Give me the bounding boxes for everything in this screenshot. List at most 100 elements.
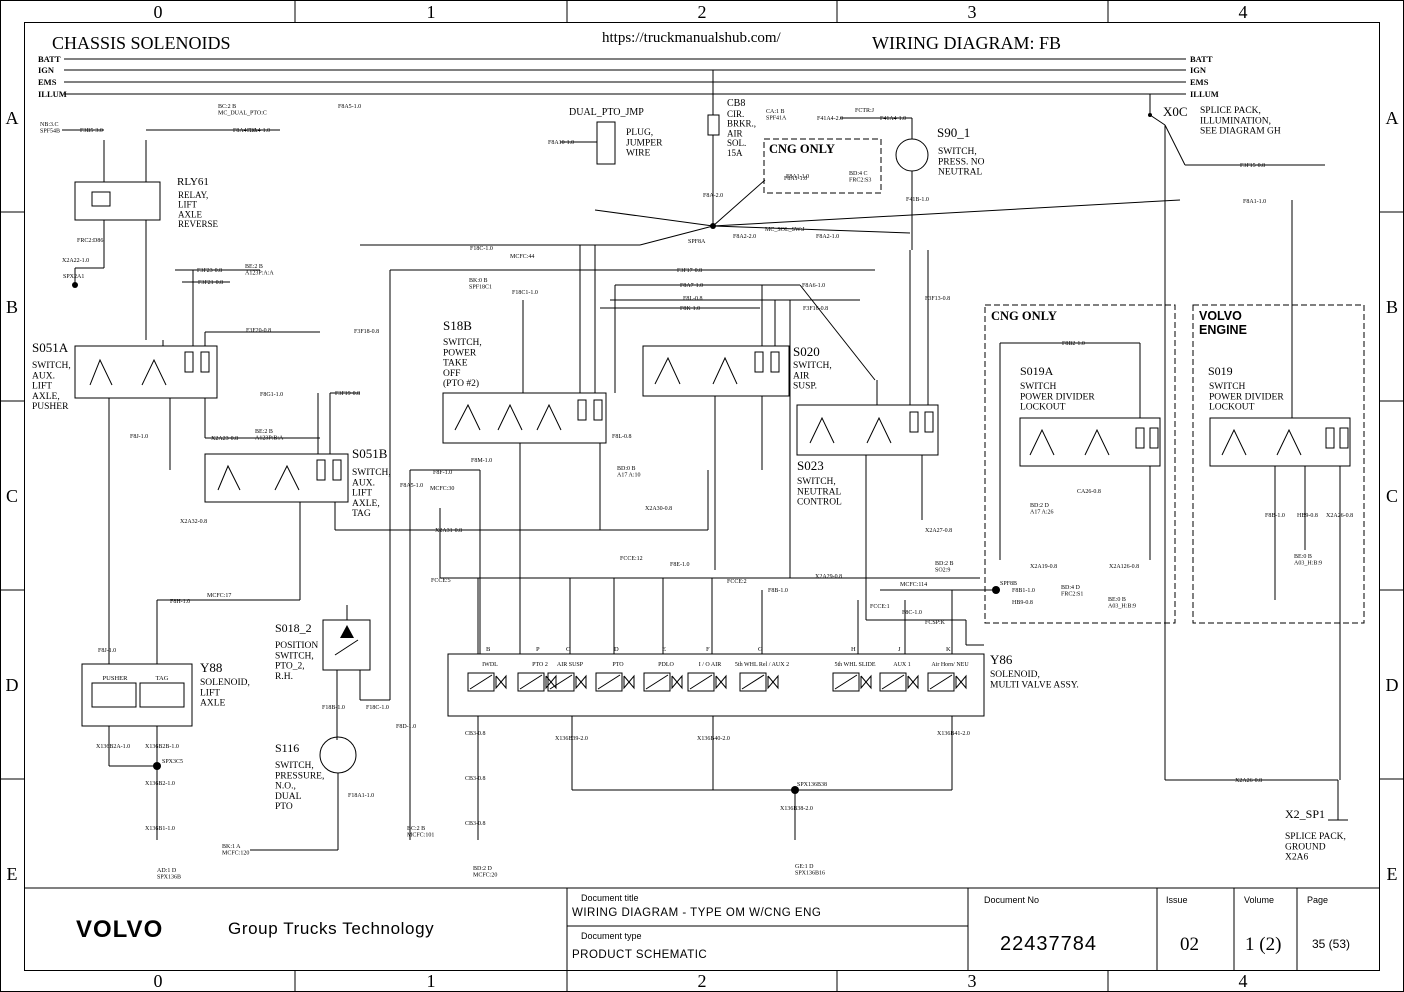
wire-label-w56: F18A1-1.0 <box>348 793 374 799</box>
s90-1-body <box>895 138 929 172</box>
rail-label-illum-right: ILLUM <box>1190 89 1219 99</box>
s020-body <box>642 345 790 397</box>
wire-label-w75: F8A10-1.0 <box>548 140 574 146</box>
rail-label-ems-left: EMS <box>38 77 57 87</box>
row-c-left: C <box>6 486 18 506</box>
spf8b-label: SPF8B <box>1000 581 1017 587</box>
x0c-name: X0C <box>1163 104 1188 119</box>
wire-label-w33: X2A26-0.8 <box>1326 513 1353 519</box>
wire-label-w77: F18C1-1.0 <box>512 290 538 296</box>
y86-valve-label-1: PTO 2 <box>532 662 548 668</box>
y86-valve-label-5: I / O AIR <box>699 662 722 668</box>
wire-label-w27: X2A19-0.8 <box>1030 564 1057 570</box>
y86-pin-0: B <box>486 646 491 653</box>
wire-label-w8: F8A-2.0 <box>703 193 723 199</box>
wire-label-w28: X2A126-0.8 <box>1109 564 1139 570</box>
s018-2-actuator-icon <box>340 625 354 638</box>
volume-label: Volume <box>1244 895 1274 905</box>
wire-label-w23: F8A1-1.0 <box>1243 199 1266 205</box>
wire-label-w99: CB3-0.8 <box>465 731 486 737</box>
wire-label-w73: FRC2:D86 <box>77 238 103 244</box>
wire-label-w90: FCSP:K <box>925 620 946 626</box>
y86-valve-0 <box>467 672 495 692</box>
row-e-left: E <box>7 864 18 884</box>
row-d-left: D <box>6 675 19 695</box>
wire-label-w15: F8L-0.8 <box>683 296 703 302</box>
y88-body <box>81 663 193 727</box>
y86-valve-2 <box>547 672 575 692</box>
s023-name: S023 <box>797 458 824 473</box>
wire-label-w39: X2A26-0.8 <box>1235 778 1262 784</box>
inner-frame <box>24 22 1380 971</box>
wire-label-w52: X136B2A-1.0 <box>96 744 130 750</box>
wire-label-w10: F8A2-1.0 <box>816 234 839 240</box>
spx2a1-splice <box>72 282 78 288</box>
doc-no-label: Document No <box>984 895 1039 905</box>
y86-valve-label-4: PDLO <box>658 662 674 668</box>
wire-label-w74: X2A22-1.0 <box>62 258 89 264</box>
row-d-right: D <box>1386 675 1399 695</box>
wire-label-w78: F8M-1.0 <box>471 458 492 464</box>
s019a-body <box>1019 417 1161 467</box>
s116-name: S116 <box>275 741 299 755</box>
wire-label-w101: CB3-0.8 <box>465 821 486 827</box>
dual-pto-jmp-body <box>596 121 616 165</box>
volume: 1 (2) <box>1245 934 1281 955</box>
y86-pin-3: D <box>614 646 619 653</box>
col-0-bottom: 0 <box>154 971 163 991</box>
cng-only-label-1: CNG ONLY <box>769 142 835 156</box>
wire-label-w85: F8A1-1.0 <box>786 174 809 180</box>
org-name: Group Trucks Technology <box>228 919 434 938</box>
spx3c5-splice <box>153 762 161 770</box>
spf8a-label: SPF8A <box>688 239 706 245</box>
y86-name: Y86 <box>990 652 1013 667</box>
wire-label-w66: F3F23-0.8 <box>197 268 222 274</box>
dual-pto-jmp-name: DUAL_PTO_JMP <box>569 107 644 118</box>
wire-label-w51: X136B38-2.0 <box>780 806 813 812</box>
col-1-bottom: 1 <box>427 971 436 991</box>
wire-label-w92: F8J-1.0 <box>130 434 148 440</box>
wire-label-w79: F8F-1.0 <box>433 470 452 476</box>
wire-label-w32: HB9-0.8 <box>1297 513 1318 519</box>
row-b-left: B <box>6 297 18 317</box>
volvo-engine-box <box>1192 304 1365 624</box>
y86-valve-9 <box>927 672 955 692</box>
spx2a1-label: SPX2A1 <box>63 274 84 280</box>
col-3-top: 3 <box>968 2 977 22</box>
page-number: 35 (53) <box>1312 937 1350 951</box>
wire-label-w45: FCCE:2 <box>727 579 747 585</box>
row-e-right: E <box>1387 864 1398 884</box>
wire-label-w94: F18C-1.0 <box>366 705 389 711</box>
wire-label-w87: FCTR:J <box>855 108 875 114</box>
s019a-name: S019A <box>1020 364 1054 378</box>
source-url[interactable]: https://truckmanualshub.com/ <box>602 30 782 46</box>
spx136b38-splice <box>791 786 799 794</box>
wire-label-w24: F41B-1.0 <box>906 197 929 203</box>
wire-label-w102: F8L-0.8 <box>612 434 632 440</box>
rail-label-illum-left: ILLUM <box>38 89 67 99</box>
spf8b-splice <box>992 586 1000 594</box>
wire-label-w46: FCCE:5 <box>431 578 451 584</box>
col-4-top: 4 <box>1239 2 1248 22</box>
s051b-body <box>204 453 349 503</box>
wire-label-w25: F3F13-0.8 <box>925 296 950 302</box>
s023-body <box>796 404 939 456</box>
wire-label-w49: X136B40-2.0 <box>697 736 730 742</box>
